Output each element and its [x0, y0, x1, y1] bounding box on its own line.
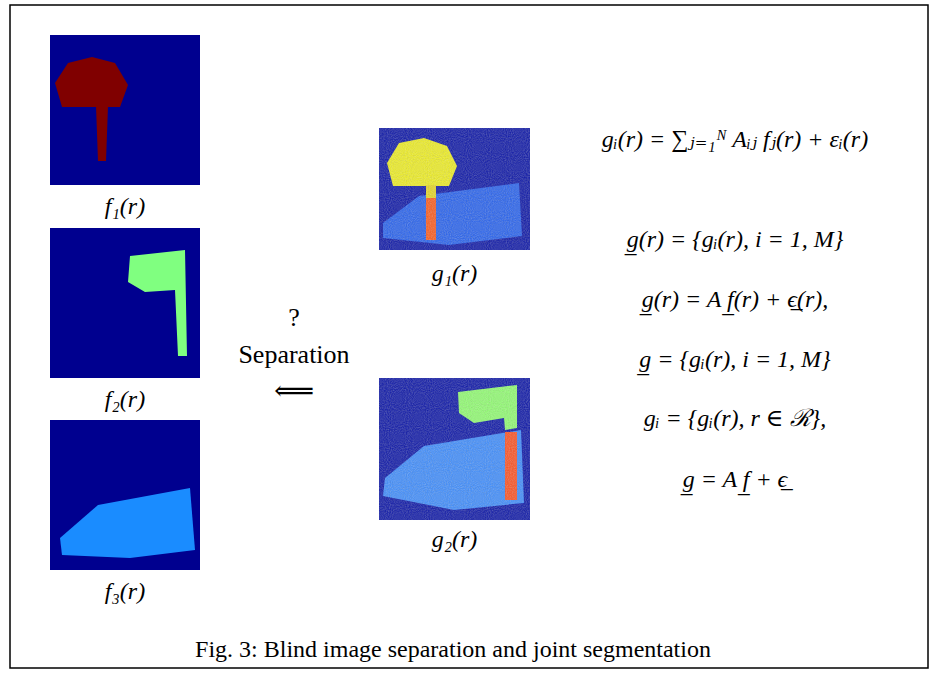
- source-image: [50, 228, 200, 378]
- separation-arrow: ⟸: [274, 375, 314, 407]
- image-ground: [50, 228, 200, 378]
- equation: g̲(r) = {gᵢ(r), i = 1, M}: [627, 226, 844, 254]
- image-label: f₁(r): [30, 193, 220, 221]
- separation-label: Separation: [238, 340, 349, 370]
- image-label: g₁(r): [359, 260, 550, 288]
- flag-shape: [128, 250, 187, 356]
- image-label: f₃(r): [30, 578, 220, 606]
- mushroom-stem: [96, 106, 108, 161]
- image-panel: f₂(r): [50, 228, 200, 378]
- image-panel: g₂(r): [379, 378, 530, 520]
- equation: g̲ = A f̲ + ϵ̲: [683, 466, 788, 494]
- equation: gᵢ(r) = ∑ⱼ₌₁ᴺ Aᵢⱼ fⱼ(r) + εᵢ(r): [602, 126, 868, 154]
- mushroom-head: [55, 57, 128, 107]
- noise-overlay: [379, 378, 530, 520]
- figure-caption: Fig. 3: Blind image separation and joint…: [195, 636, 711, 664]
- source-image: [50, 420, 200, 570]
- mixture-image: [379, 128, 530, 250]
- image-panel: g₁(r): [379, 128, 530, 250]
- figure-border: [10, 5, 928, 668]
- equation: g̲(r) = A f̲(r) + ϵ̲(r),: [642, 286, 829, 314]
- question-mark: ?: [288, 303, 300, 333]
- mixture-image: [379, 378, 530, 520]
- image-ground: [379, 378, 530, 520]
- image-label: f₂(r): [30, 386, 220, 414]
- source-image: [50, 35, 200, 185]
- equation: gᵢ = {gᵢ(r), r ∈ ℛ},: [644, 405, 826, 433]
- image-panel: f₁(r): [50, 35, 200, 185]
- image-ground: [50, 420, 200, 570]
- region-shape: [60, 488, 195, 558]
- image-panel: f₃(r): [50, 420, 200, 570]
- image-ground: [379, 128, 530, 250]
- noise-overlay: [379, 128, 530, 250]
- image-label: g₂(r): [359, 526, 550, 554]
- equation: g̲ = {gᵢ(r), i = 1, M}: [639, 346, 830, 374]
- image-ground: [50, 35, 200, 185]
